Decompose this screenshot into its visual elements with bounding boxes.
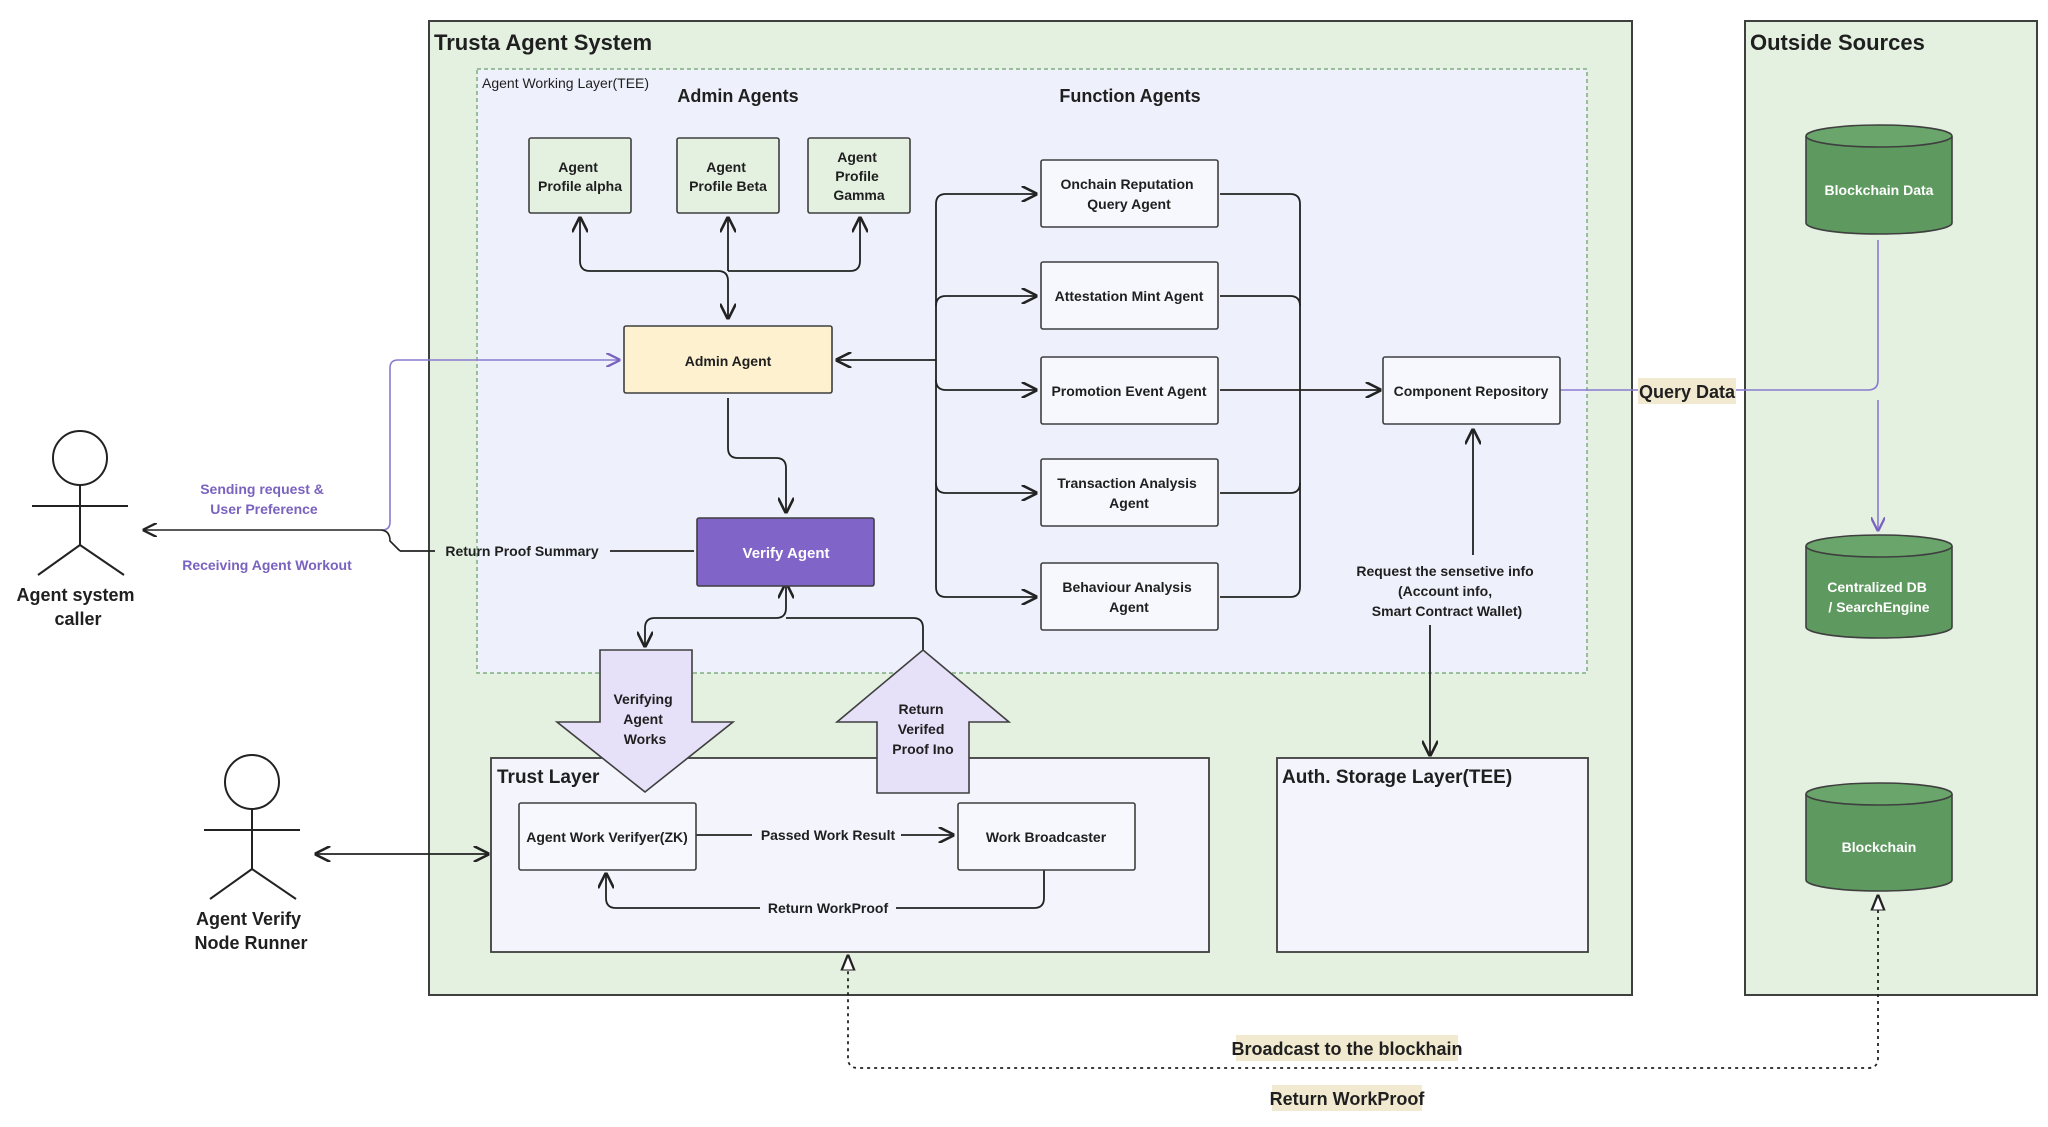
actor-caller	[32, 430, 128, 576]
profile-gamma-label: Agent Profile Gamma	[833, 149, 885, 203]
auth-storage-layer: Auth. Storage Layer(TEE)	[1276, 757, 1589, 953]
component-repository[interactable]: Component Repository	[1382, 356, 1561, 425]
actor-node-runner	[204, 754, 300, 900]
query-data-label: Query Data	[1639, 382, 1736, 402]
profile-alpha-label: Agent Profile alpha	[538, 159, 622, 194]
attestation-to-repo	[1220, 295, 1301, 307]
behaviour-agent-label: Behaviour Analysis Agent	[1062, 579, 1195, 615]
function-bus	[935, 193, 1030, 598]
work-broadcaster-label: Work Broadcaster	[986, 829, 1107, 845]
receiving-workout-label: Receiving Agent Workout	[182, 557, 352, 573]
function-agent-onchain[interactable]: Onchain Reputation Query Agent	[1040, 159, 1219, 228]
source-blockchain-data[interactable]: Blockchain Data	[1805, 124, 1953, 235]
up-arrow-to-verify	[786, 617, 924, 650]
promotion-agent-label: Promotion Event Agent	[1051, 383, 1206, 399]
verifying-arrow-label: Verifying Agent Works	[613, 691, 676, 747]
trust-layer-title: Trust Layer	[497, 767, 600, 788]
attestation-agent-label: Attestation Mint Agent	[1055, 288, 1204, 304]
admin-agent-label: Admin Agent	[685, 353, 772, 369]
profile-beta[interactable]: Agent Profile Beta	[676, 137, 780, 214]
outside-title: Outside Sources	[1750, 30, 1925, 55]
return-workproof-tag: Return WorkProof	[1270, 1085, 1426, 1111]
function-agent-behaviour[interactable]: Behaviour Analysis Agent	[1040, 562, 1219, 631]
caller-to-admin-link	[381, 360, 619, 531]
blockchain-label: Blockchain	[1842, 839, 1917, 855]
function-agent-promotion[interactable]: Promotion Event Agent	[1040, 356, 1219, 425]
repo-bus	[1220, 193, 1301, 598]
node-runner-stick-figure-icon	[204, 754, 300, 900]
centralized-db-label: Centralized DB / SearchEngine	[1827, 579, 1930, 615]
broadcast-tag: Broadcast to the blockhain	[1231, 1035, 1463, 1061]
node-runner-label: Agent Verify Node Runner	[194, 909, 307, 953]
function-agent-attestation[interactable]: Attestation Mint Agent	[1040, 261, 1219, 330]
query-data-tag: Query Data	[1638, 378, 1736, 404]
request-note: Request the sensetive info (Account info…	[1356, 563, 1537, 619]
verify-agent[interactable]: Verify Agent	[696, 517, 875, 587]
repo-to-sources-link	[1560, 240, 1878, 530]
connectors	[316, 193, 1878, 1069]
return-verified-proof-arrow: Return Verifed Proof Ino	[834, 648, 1012, 794]
verify-to-down-arrow	[645, 584, 786, 646]
bus-to-promotion	[935, 379, 1036, 390]
caller-label: Agent system caller	[16, 585, 139, 629]
transaction-agent-label: Transaction Analysis Agent	[1057, 475, 1200, 511]
bus-to-transaction	[935, 482, 1036, 493]
function-agent-transaction[interactable]: Transaction Analysis Agent	[1040, 458, 1219, 527]
bus-to-attestation	[935, 296, 1036, 307]
agent-work-verifier[interactable]: Agent Work Verifyer(ZK)	[518, 802, 697, 871]
purple-connectors	[144, 240, 1878, 552]
component-repository-label: Component Repository	[1394, 383, 1549, 399]
source-centralized-db[interactable]: Centralized DB / SearchEngine	[1805, 534, 1953, 639]
profile-alpha[interactable]: Agent Profile alpha	[528, 137, 632, 214]
profile-alpha-link	[580, 218, 728, 318]
caller-receive-link	[144, 530, 401, 552]
agent-work-verifier-label: Agent Work Verifyer(ZK)	[526, 829, 688, 845]
profile-gamma[interactable]: Agent Profile Gamma	[807, 137, 911, 214]
return-proof-summary-label: Return Proof Summary	[445, 543, 598, 559]
auth-storage-title: Auth. Storage Layer(TEE)	[1282, 767, 1512, 788]
onchain-agent-label: Onchain Reputation Query Agent	[1061, 176, 1198, 212]
return-arrow-label: Return Verifed Proof Ino	[892, 701, 953, 757]
system-title: Trusta Agent System	[434, 30, 652, 55]
source-blockchain[interactable]: Blockchain	[1805, 782, 1953, 892]
admin-agent[interactable]: Admin Agent	[623, 325, 833, 394]
blockchain-data-label: Blockchain Data	[1825, 182, 1934, 198]
admin-to-verify-link	[727, 398, 786, 512]
verify-agent-label: Verify Agent	[743, 545, 830, 562]
sending-request-label: Sending request & User Preference	[200, 481, 328, 517]
profile-gamma-link	[728, 218, 860, 272]
function-agents-heading: Function Agents	[1059, 86, 1200, 106]
bottom-return-workproof-label: Return WorkProof	[1270, 1089, 1426, 1109]
profile-beta-label: Agent Profile Beta	[689, 159, 767, 194]
verifying-agent-works-arrow: Verifying Agent Works	[554, 649, 736, 794]
broadcast-label: Broadcast to the blockhain	[1231, 1039, 1462, 1059]
transaction-to-repo	[1220, 482, 1301, 494]
return-workproof-label: Return WorkProof	[768, 900, 889, 916]
admin-agents-heading: Admin Agents	[677, 86, 798, 106]
working-layer-title: Agent Working Layer(TEE)	[482, 75, 649, 91]
passed-work-result-label: Passed Work Result	[761, 827, 896, 843]
work-broadcaster[interactable]: Work Broadcaster	[957, 802, 1136, 871]
caller-stick-figure-icon	[32, 430, 128, 576]
